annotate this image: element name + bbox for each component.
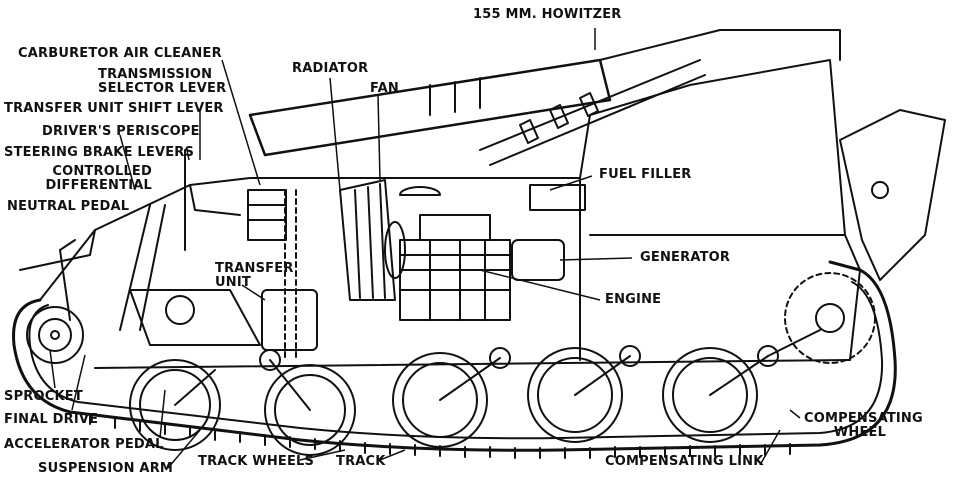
fuel-filler-cap (399, 186, 441, 196)
leader-lines (49, 28, 801, 469)
label-compensating-wheel: COMPENSATING WHEEL (804, 411, 923, 440)
label-fan: FAN (370, 81, 399, 96)
label-transfer-line2: UNIT (215, 275, 251, 290)
label-compwheel-line2: WHEEL (833, 425, 887, 440)
label-accelerator-pedal: ACCELERATOR PEDAL (4, 437, 164, 452)
label-transmission-line2: SELECTOR LEVER (98, 81, 227, 96)
spade (839, 109, 946, 281)
label-suspension-arm: SUSPENSION ARM (38, 461, 174, 476)
label-transmission-selector-lever: TRANSMISSION SELECTOR LEVER (98, 67, 227, 96)
compensating-wheel (784, 272, 876, 364)
generator-unit (511, 239, 565, 281)
engine-block (399, 239, 511, 321)
compensating-link (767, 329, 821, 357)
label-compensating-link: COMPENSATING LINK (605, 454, 764, 469)
radiator-core (339, 179, 396, 301)
label-transfer-unit-shift-lever: TRANSFER UNIT SHIFT LEVER (4, 101, 224, 116)
howitzer-barrel (248, 58, 612, 157)
label-transfer-unit: TRANSFER UNIT (215, 262, 294, 290)
label-track: TRACK (336, 454, 386, 469)
label-radiator: RADIATOR (292, 61, 369, 76)
hull-bottom (94, 359, 851, 369)
label-generator: GENERATOR (640, 250, 731, 265)
label-compwheel-line1: COMPENSATING (804, 411, 923, 426)
label-controlled-line2: DIFFERENTIAL (45, 178, 152, 193)
label-neutral-pedal: NEUTRAL PEDAL (7, 199, 130, 214)
label-sprocket: SPROCKET (4, 389, 83, 404)
label-carburetor-air-cleaner: CARBURETOR AIR CLEANER (18, 46, 222, 61)
controlled-differential (129, 289, 261, 346)
sprocket (26, 306, 84, 364)
label-final-drive: FINAL DRIVE (4, 412, 99, 427)
label-steering-brake-levers: STEERING BRAKE LEVERS (4, 145, 195, 160)
label-155mm-howitzer: 155 MM. HOWITZER (473, 7, 622, 22)
label-drivers-periscope: DRIVER'S PERISCOPE (42, 124, 200, 139)
label-controlled-differential: CONTROLLED DIFFERENTIAL (40, 165, 152, 193)
label-transmission-line1: TRANSMISSION (98, 67, 213, 82)
label-controlled-line1: CONTROLLED (52, 164, 152, 179)
transfer-unit-housing (261, 289, 318, 351)
fan-blades (384, 221, 406, 279)
track (12, 260, 897, 452)
label-fuel-filler: FUEL FILLER (599, 167, 692, 182)
label-engine: ENGINE (605, 292, 662, 307)
label-track-wheels: TRACK WHEELS (198, 454, 315, 469)
label-transfer-line1: TRANSFER (215, 261, 294, 276)
suspension-arms (174, 355, 769, 411)
